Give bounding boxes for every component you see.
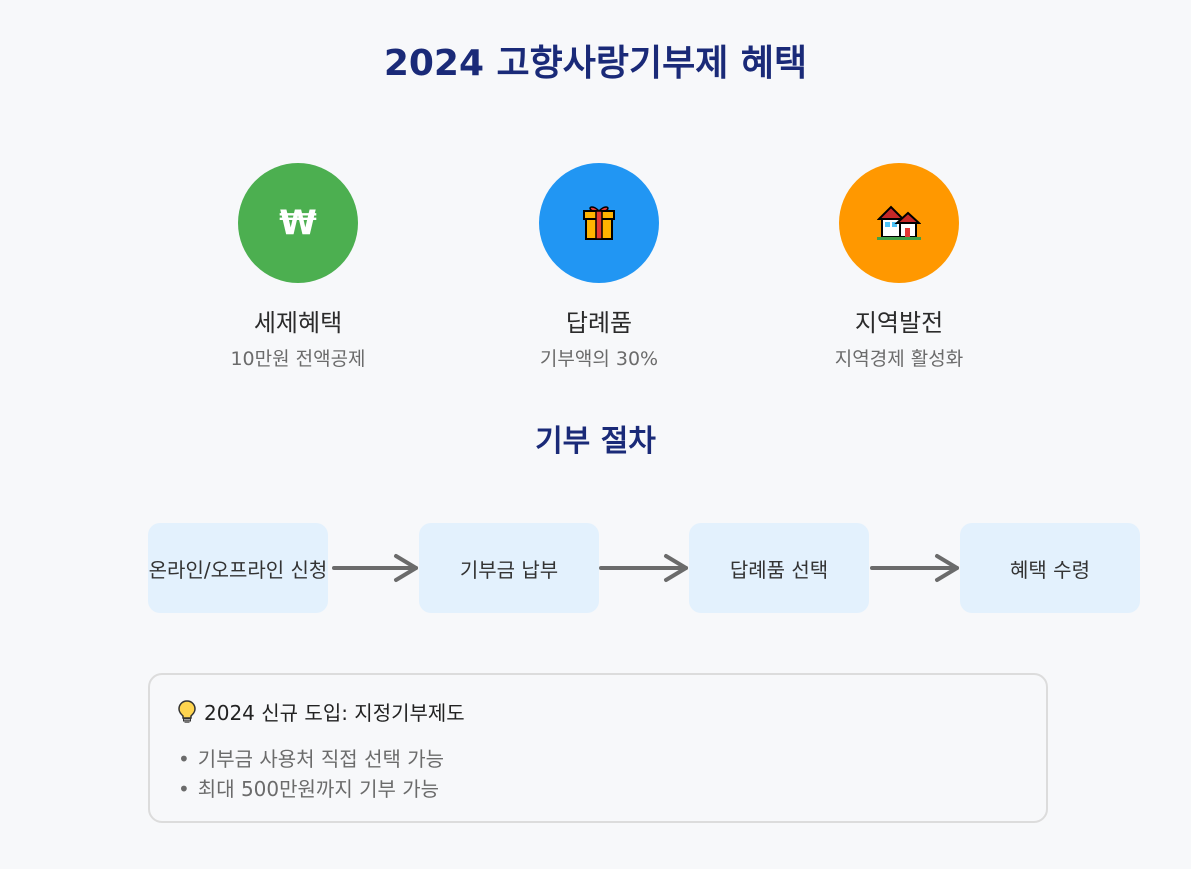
benefit-tax-circle: ₩ — [238, 163, 358, 283]
list-item: • 최대 500만원까지 기부 가능 — [178, 774, 1018, 804]
benefit-desc: 지역경제 활성화 — [834, 348, 964, 370]
benefit-gift-circle — [539, 163, 659, 283]
process-arrow — [599, 554, 688, 582]
benefit-tax: ₩ 세제혜택 10만원 전액공제 — [148, 163, 448, 371]
list-item-text: 최대 500만원까지 기부 가능 — [197, 777, 440, 801]
won-sign-icon: ₩ — [279, 203, 317, 243]
note-list: • 기부금 사용처 직접 선택 가능 • 최대 500만원까지 기부 가능 — [178, 744, 1018, 804]
process-step-apply: 온라인/오프라인 신청 — [148, 523, 328, 613]
benefit-name: 지역발전 — [854, 309, 944, 337]
process-step-gift-selection: 답례품 선택 — [689, 523, 869, 613]
benefit-gift: 답례품 기부액의 30% — [449, 163, 749, 371]
lightbulb-icon — [178, 699, 196, 724]
houses-icon — [876, 201, 922, 245]
process-arrow — [870, 554, 959, 582]
process-title: 기부 절차 — [535, 424, 656, 459]
process-step-benefit-receipt: 혜택 수령 — [960, 523, 1140, 613]
benefit-name: 답례품 — [565, 309, 633, 337]
process-arrow — [332, 554, 418, 582]
benefit-region-circle — [839, 163, 959, 283]
gift-icon — [581, 201, 617, 245]
benefit-desc: 기부액의 30% — [539, 348, 659, 370]
benefit-region: 지역발전 지역경제 활성화 — [749, 163, 1049, 371]
page-title: 2024 고향사랑기부제 혜택 — [383, 43, 808, 84]
bullet: • — [178, 777, 190, 801]
bullet: • — [178, 747, 190, 771]
process-step-payment: 기부금 납부 — [419, 523, 599, 613]
benefit-name: 세제혜택 — [253, 309, 343, 337]
benefit-desc: 10만원 전액공제 — [230, 348, 366, 370]
note-title: 2024 신규 도입: 지정기부제도 — [204, 701, 465, 725]
list-item-text: 기부금 사용처 직접 선택 가능 — [197, 747, 445, 771]
list-item: • 기부금 사용처 직접 선택 가능 — [178, 744, 1018, 774]
note-header: 2024 신규 도입: 지정기부제도 — [178, 697, 1018, 726]
new-policy-note: 2024 신규 도입: 지정기부제도 • 기부금 사용처 직접 선택 가능 • 최대… — [148, 673, 1048, 823]
